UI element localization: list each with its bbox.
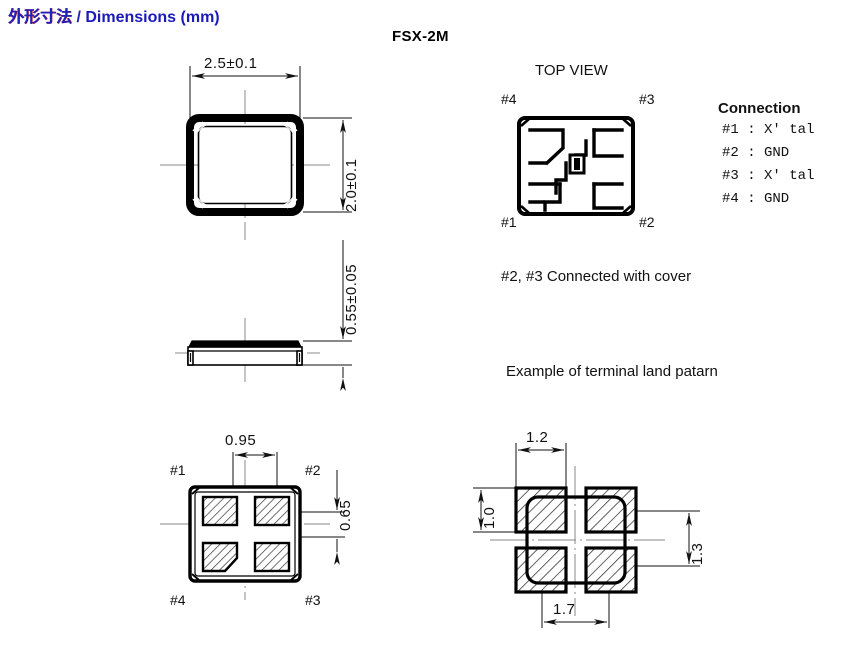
top-view-heading: TOP VIEW: [535, 62, 608, 79]
land-overall-width-dimension: 1.7: [553, 601, 576, 618]
top-view-pin-1-label: #1: [501, 214, 517, 230]
top-view-pin-3-label: #3: [639, 91, 655, 107]
cover-connection-note: #2, #3 Connected with cover: [501, 268, 692, 285]
outline-height-dimension: 2.0±0.1: [343, 158, 360, 212]
connection-heading: Connection: [718, 100, 801, 117]
bottom-view-pin-2-label: #2: [305, 462, 321, 478]
bottom-view-pitch-y-dimension: 0.65: [337, 499, 354, 531]
land-overall-height-dimension: 1.3: [689, 542, 706, 565]
part-number-label: FSX-2M: [392, 28, 449, 45]
connection-row-4: #4 : GND: [722, 191, 790, 207]
top-view-pin-2-label: #2: [639, 214, 655, 230]
connection-row-3: #3 : X' tal: [722, 168, 815, 184]
land-pattern-caption: Example of terminal land patarn: [506, 363, 718, 380]
outline-thickness-dimension: 0.55±0.05: [343, 263, 360, 335]
land-pad-height-dimension: 1.0: [481, 506, 498, 529]
bottom-view-pitch-x-dimension: 0.95: [225, 432, 257, 449]
page-title-separator: /: [76, 9, 81, 26]
bottom-view-pin-4-label: #4: [170, 592, 186, 608]
bottom-view-pin-1-label: #1: [170, 462, 186, 478]
connection-row-2: #2 : GND: [722, 145, 790, 161]
outline-width-dimension: 2.5±0.1: [204, 55, 258, 72]
top-view-pin-4-label: #4: [501, 91, 517, 107]
bottom-view-pin-3-label: #3: [305, 592, 321, 608]
page-title: 外形寸法 / Dimensions (mm): [8, 3, 220, 27]
page-title-english: Dimensions (mm): [85, 9, 220, 26]
connection-row-1: #1 : X' tal: [722, 122, 815, 138]
land-pad-width-dimension: 1.2: [526, 429, 549, 446]
page-title-japanese: 外形寸法: [8, 9, 73, 26]
